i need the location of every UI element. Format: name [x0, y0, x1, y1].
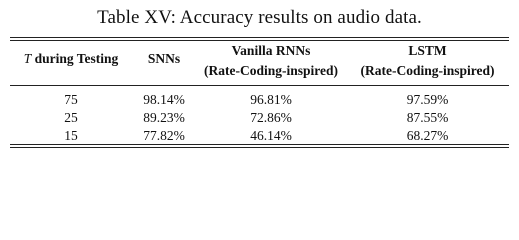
- header-vanilla-rnns: Vanilla RNNs: [231, 43, 311, 58]
- cell-row3-lstm: 68.27%: [406, 128, 449, 143]
- header-snns: SNNs: [147, 51, 181, 66]
- header-rule: [10, 85, 509, 86]
- cell-row3-t: 15: [64, 128, 78, 143]
- header-lstm-sub: (Rate-Coding-inspired): [360, 63, 495, 78]
- cell-row2-lstm: 87.55%: [406, 110, 449, 125]
- cell-row2-rnn: 72.86%: [250, 110, 292, 125]
- cell-row1-lstm: 97.59%: [406, 92, 449, 107]
- top-rule-1: [10, 37, 509, 38]
- table-caption: Table XV: Accuracy results on audio data…: [97, 7, 422, 28]
- header-lstm: LSTM: [408, 43, 447, 58]
- header-t-during-testing: T during Testing: [10, 51, 132, 67]
- cell-row3-rnn: 46.14%: [250, 128, 292, 143]
- header-vanilla-rnns-sub: (Rate-Coding-inspired): [203, 63, 338, 78]
- header-t-label: during Testing: [31, 51, 119, 66]
- cell-row2-snn: 89.23%: [143, 110, 185, 125]
- bottom-rule-1: [10, 144, 509, 145]
- header-t-variable: T: [23, 51, 32, 66]
- cell-row1-rnn: 96.81%: [250, 92, 292, 107]
- cell-row1-snn: 98.14%: [143, 92, 185, 107]
- bottom-rule-2: [10, 147, 509, 148]
- cell-row3-snn: 77.82%: [143, 128, 185, 143]
- cell-row1-t: 75: [64, 92, 78, 107]
- cell-row2-t: 25: [64, 110, 78, 125]
- top-rule-2: [10, 40, 509, 41]
